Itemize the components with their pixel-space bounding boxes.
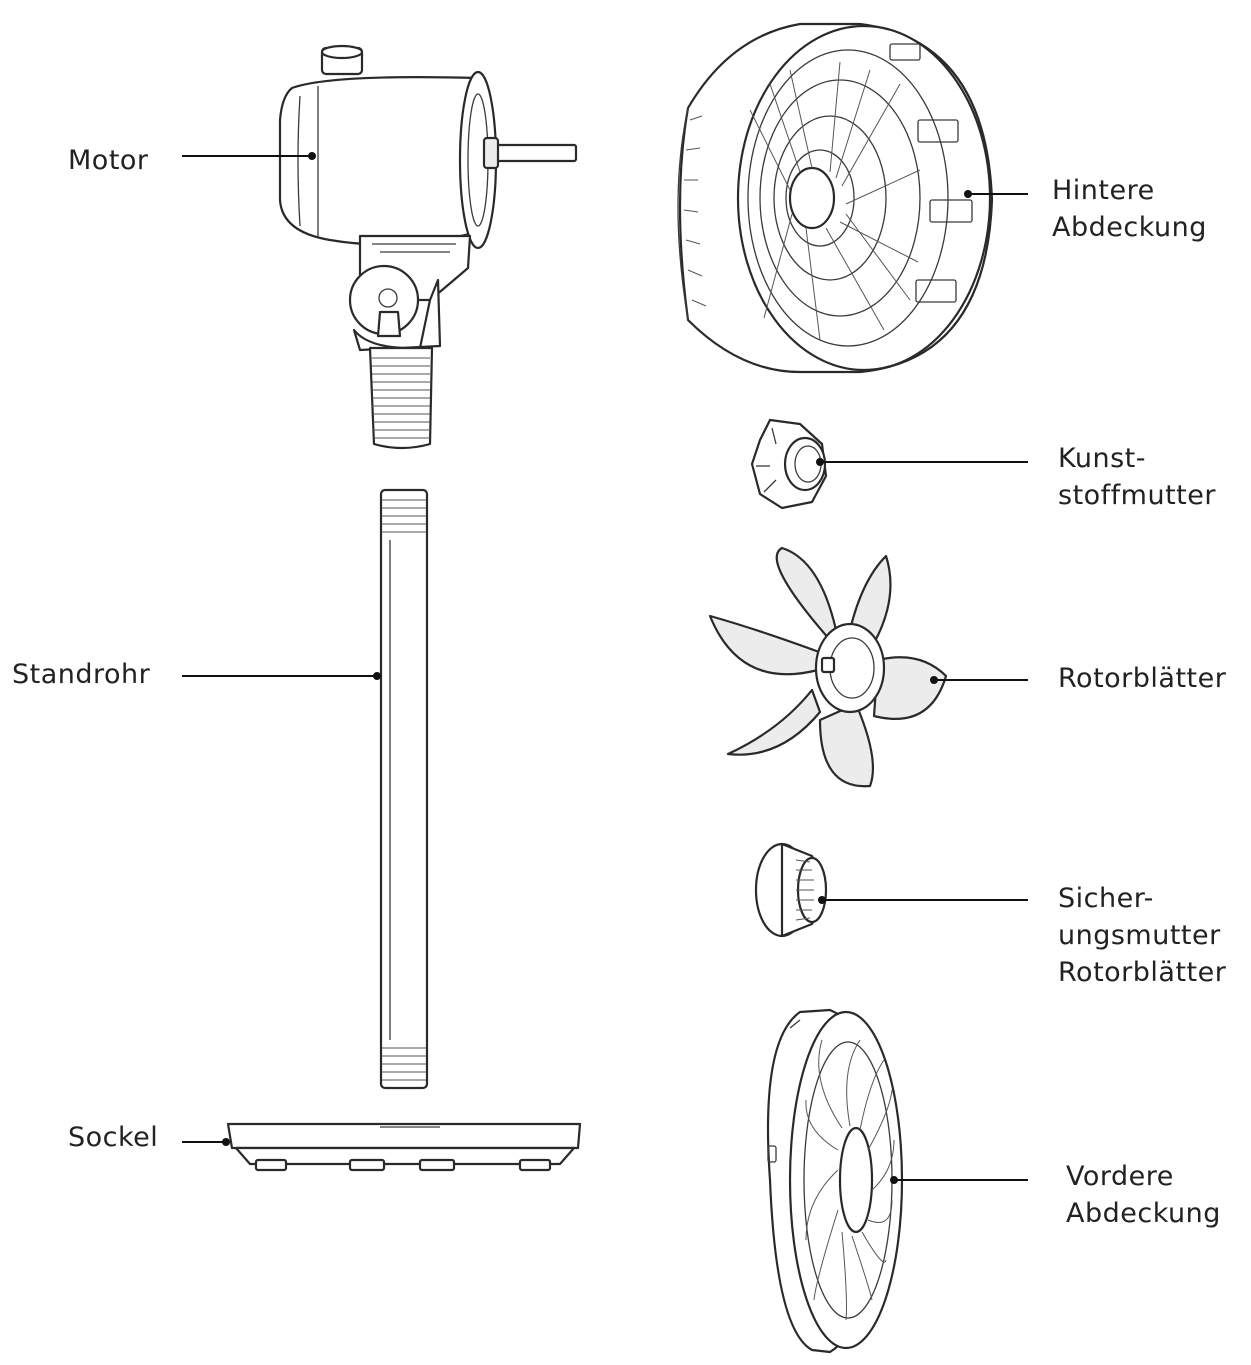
label-kunststoffmutter-line-2: stoffmutter bbox=[1058, 480, 1216, 511]
label-vordere-abdeckung-line-1: Vordere bbox=[1066, 1161, 1174, 1192]
standrohr-illustration bbox=[379, 488, 429, 1090]
label-sockel-line-1: Sockel bbox=[68, 1122, 159, 1153]
leader-rotorblaetter bbox=[930, 676, 1028, 684]
leader-sockel bbox=[182, 1138, 230, 1146]
leader-motor bbox=[182, 152, 316, 160]
label-motor-line-1: Motor bbox=[68, 145, 149, 176]
vordere-abdeckung-illustration bbox=[766, 1008, 904, 1354]
kunststoffmutter-illustration bbox=[750, 418, 828, 510]
label-hintere-abdeckung-line-2: Abdeckung bbox=[1052, 212, 1207, 243]
label-vordere-abdeckung: Vordere Abdeckung bbox=[1066, 1158, 1221, 1232]
label-sicherungsmutter: Sicher- ungsmutter Rotorblätter bbox=[1058, 880, 1226, 991]
label-sicherungsmutter-line-3: Rotorblätter bbox=[1058, 957, 1227, 988]
motor-illustration bbox=[278, 44, 578, 450]
leader-kunststoffmutter bbox=[816, 458, 1028, 466]
sockel-illustration bbox=[226, 1122, 582, 1172]
leader-hintere-abdeckung bbox=[964, 190, 1028, 198]
label-standrohr: Standrohr bbox=[12, 656, 150, 693]
label-motor: Motor bbox=[68, 142, 149, 179]
label-sicherungsmutter-line-2: ungsmutter bbox=[1058, 920, 1221, 951]
leader-standrohr bbox=[182, 672, 381, 680]
label-sicherungsmutter-line-1: Sicher- bbox=[1058, 883, 1154, 914]
sicherungsmutter-illustration bbox=[754, 842, 828, 938]
leader-sicherungsmutter bbox=[818, 896, 1028, 904]
label-kunststoffmutter-line-1: Kunst- bbox=[1058, 443, 1146, 474]
label-standrohr-line-1: Standrohr bbox=[12, 659, 151, 690]
label-rotorblaetter: Rotorblätter bbox=[1058, 660, 1226, 697]
hintere-abdeckung-illustration bbox=[677, 22, 994, 374]
rotorblaetter-illustration bbox=[708, 546, 948, 788]
leader-vordere-abdeckung bbox=[890, 1176, 1028, 1184]
label-hintere-abdeckung-line-1: Hintere bbox=[1052, 175, 1155, 206]
label-rotorblaetter-line-1: Rotorblätter bbox=[1058, 663, 1227, 694]
label-vordere-abdeckung-line-2: Abdeckung bbox=[1066, 1198, 1221, 1229]
label-sockel: Sockel bbox=[68, 1119, 158, 1156]
label-kunststoffmutter: Kunst- stoffmutter bbox=[1058, 440, 1216, 514]
label-hintere-abdeckung: Hintere Abdeckung bbox=[1052, 172, 1207, 246]
